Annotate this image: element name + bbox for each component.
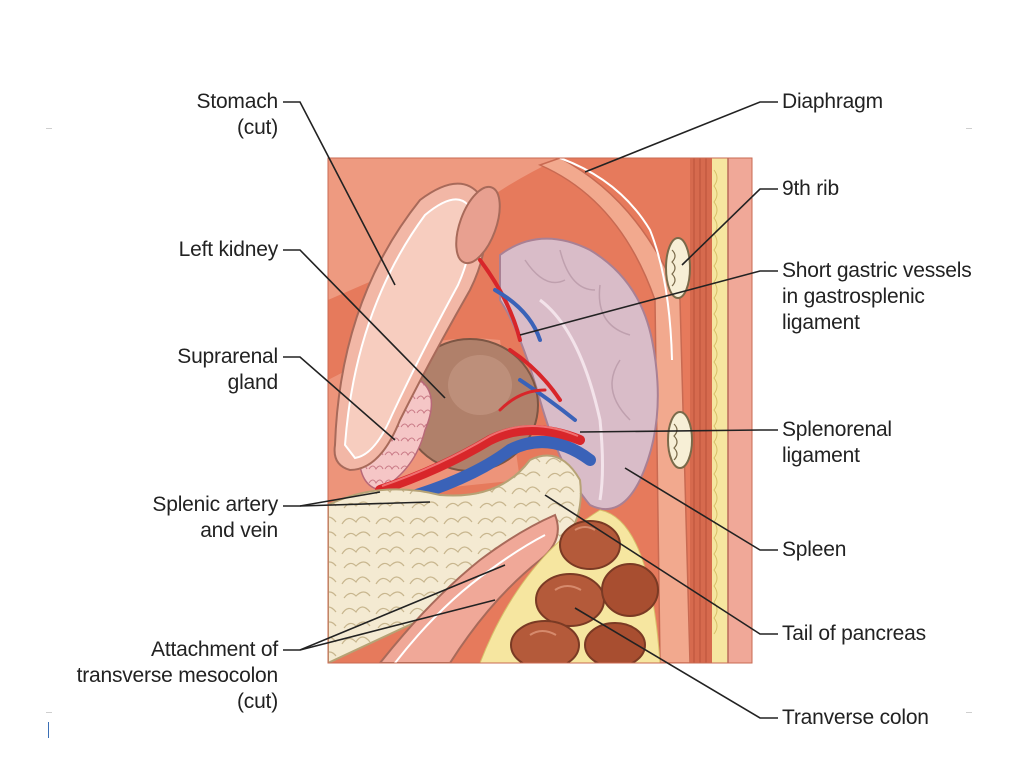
corner-mark — [966, 712, 972, 713]
leader-left-kidney — [283, 249, 446, 399]
splenic-artery — [375, 425, 585, 495]
mesocolon-shape — [378, 513, 559, 663]
skin-layer — [728, 158, 752, 663]
leader-colon — [574, 607, 778, 719]
spleen-shape — [499, 237, 659, 510]
label-left-kidney: Left kidney — [178, 238, 279, 261]
label-transverse-colon: Tranverse colon — [782, 706, 929, 729]
slide-edge-bar — [48, 722, 49, 738]
corner-mark — [46, 128, 52, 129]
label-spleen: Spleen — [782, 538, 847, 561]
stomach-cut-rim — [455, 185, 501, 265]
corner-mark — [46, 712, 52, 713]
leader-rib — [681, 188, 778, 266]
splenic-vein — [394, 436, 596, 506]
leader-splenic-vein — [299, 501, 431, 507]
rib-9 — [665, 237, 691, 299]
short-gastric-vessels — [478, 258, 577, 422]
label-tail-of-pancreas: Tail of pancreas — [782, 622, 926, 645]
leader-spleen — [624, 467, 778, 551]
label-9th-rib: 9th rib — [782, 177, 839, 200]
leader-splenorenal — [579, 429, 778, 433]
leader-lines — [283, 101, 778, 719]
leader-mesocolon-2 — [299, 599, 496, 651]
label-stomach: Stomach(cut) — [196, 90, 279, 139]
muscle-layer — [690, 158, 712, 663]
leader-pancreas-tail — [544, 494, 778, 635]
rib-10 — [667, 411, 693, 469]
leader-short-gastric — [519, 270, 778, 336]
leader-suprarenal — [283, 356, 396, 441]
leader-diaphragm — [584, 101, 778, 173]
corner-mark — [966, 128, 972, 129]
leader-stomach — [283, 101, 396, 286]
diaphragm-shape — [537, 158, 691, 663]
label-diaphragm: Diaphragm — [782, 90, 883, 113]
